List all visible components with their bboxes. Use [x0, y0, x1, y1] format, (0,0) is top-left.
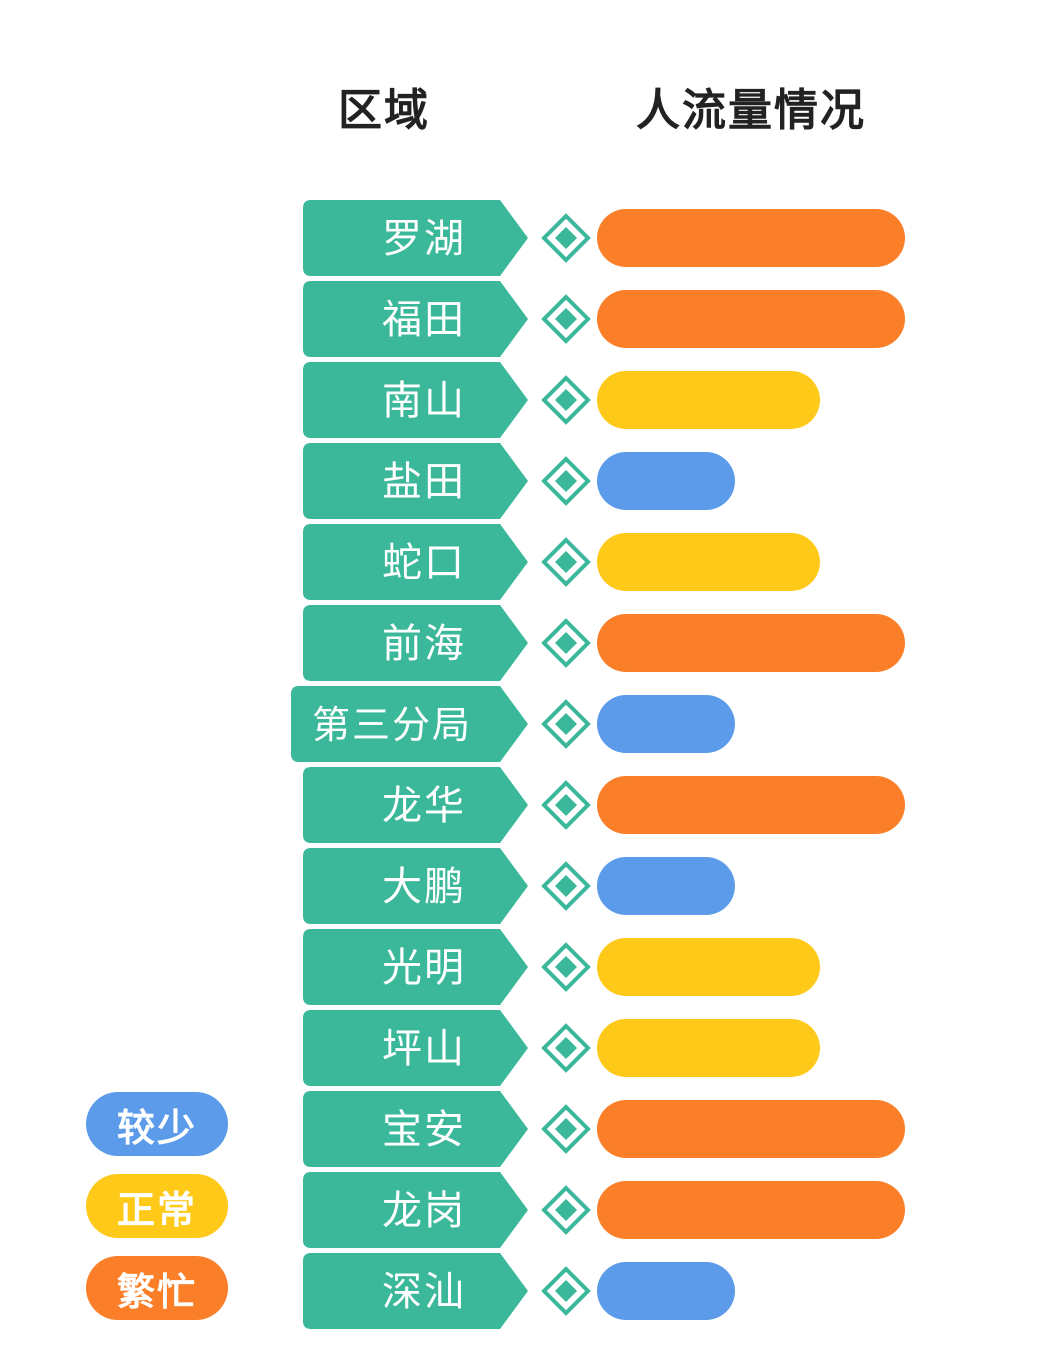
- region-tag: [303, 524, 528, 600]
- legend-busy: 繁忙: [86, 1256, 228, 1320]
- diamond-icon: [541, 1023, 591, 1073]
- diamond-icon: [541, 213, 591, 263]
- flow-bar: [597, 209, 905, 267]
- diamond-icon: [541, 1266, 591, 1316]
- flow-column-header: 人流量情况: [636, 85, 866, 136]
- flow-bar: [597, 290, 905, 348]
- diamond-icon-inner: [555, 1280, 577, 1302]
- region-label: 宝安: [382, 1107, 466, 1153]
- legend-low: 较少: [86, 1092, 228, 1156]
- legend-busy-label: 繁忙: [116, 1269, 197, 1314]
- region-tag: [303, 443, 528, 519]
- region-label: 龙华: [382, 783, 466, 829]
- flow-bar: [597, 776, 905, 834]
- flow-bar: [597, 533, 820, 591]
- flow-bar: [597, 857, 735, 915]
- flow-bar: [597, 1181, 905, 1239]
- diamond-icon: [541, 942, 591, 992]
- region-tag: [303, 1172, 528, 1248]
- legend-normal: 正常: [86, 1174, 228, 1238]
- diamond-icon-inner: [555, 713, 577, 735]
- diamond-icon-inner: [555, 470, 577, 492]
- flow-bar: [597, 452, 735, 510]
- region-label: 第三分局: [312, 703, 472, 747]
- region-tag: [291, 686, 528, 762]
- diamond-icon: [541, 618, 591, 668]
- diamond-icon-inner: [555, 794, 577, 816]
- region-label: 深汕: [382, 1269, 466, 1315]
- diamond-icon: [541, 1104, 591, 1154]
- flow-bar: [597, 938, 820, 996]
- diamond-icon: [541, 537, 591, 587]
- region-label: 蛇口: [382, 540, 466, 586]
- diamond-icon-inner: [555, 308, 577, 330]
- region-column-header: 区域: [338, 85, 430, 136]
- region-label: 光明: [382, 945, 466, 991]
- flow-bar: [597, 1262, 735, 1320]
- flow-bar: [597, 1100, 905, 1158]
- region-label: 大鹏: [382, 864, 466, 910]
- flow-bar: [597, 1019, 820, 1077]
- diamond-icon-inner: [555, 551, 577, 573]
- region-label: 龙岗: [382, 1188, 466, 1234]
- region-tag: [303, 1253, 528, 1329]
- legend-low-label: 较少: [116, 1105, 197, 1150]
- diamond-icon: [541, 699, 591, 749]
- legend-normal-label: 正常: [116, 1187, 197, 1232]
- diamond-icon: [541, 456, 591, 506]
- region-tag: [303, 362, 528, 438]
- diamond-icon-inner: [555, 389, 577, 411]
- diamond-icon: [541, 861, 591, 911]
- region-label: 盐田: [382, 459, 466, 505]
- diamond-icon-inner: [555, 1037, 577, 1059]
- region-tag: [303, 200, 528, 276]
- diamond-icon-inner: [555, 875, 577, 897]
- diamond-icon: [541, 294, 591, 344]
- diamond-icon: [541, 375, 591, 425]
- flow-bar: [597, 371, 820, 429]
- diamond-icon-inner: [555, 956, 577, 978]
- diamond-icon: [541, 1185, 591, 1235]
- region-label: 前海: [382, 621, 466, 667]
- diamond-icon: [541, 780, 591, 830]
- region-tag: [303, 1010, 528, 1086]
- region-tag: [303, 929, 528, 1005]
- diamond-icon-inner: [555, 1118, 577, 1140]
- region-tag: [303, 767, 528, 843]
- diamond-icon-inner: [555, 632, 577, 654]
- region-tag: [303, 848, 528, 924]
- region-label: 坪山: [382, 1026, 466, 1072]
- region-label: 福田: [382, 297, 466, 343]
- flow-bar: [597, 614, 905, 672]
- flow-bar: [597, 695, 735, 753]
- region-label: 南山: [382, 378, 466, 424]
- region-tag: [303, 281, 528, 357]
- region-tag: [303, 605, 528, 681]
- diamond-icon-inner: [555, 227, 577, 249]
- region-tag: [303, 1091, 528, 1167]
- region-label: 罗湖: [382, 216, 466, 262]
- diamond-icon-inner: [555, 1199, 577, 1221]
